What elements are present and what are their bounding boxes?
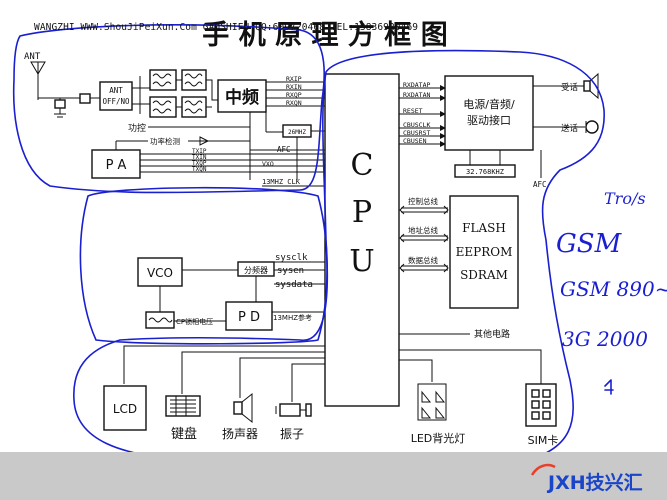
rxdata-label-0: RXDATAP bbox=[403, 81, 430, 89]
keyboard-label: 键盘 bbox=[171, 426, 197, 442]
vco-label: VCO bbox=[147, 266, 173, 280]
site-logo: JXH技兴汇 bbox=[548, 472, 643, 494]
tx-label-3: TXQN bbox=[192, 166, 207, 173]
data-bus-label: 数据总线 bbox=[408, 255, 438, 265]
ant-switch-label-1: ANT bbox=[109, 86, 123, 95]
pd-block bbox=[225, 301, 273, 331]
sysen-label: sysen bbox=[277, 266, 304, 276]
cbus-label-1: CBUSRST bbox=[403, 129, 430, 137]
cp-label: CP锁相电压 bbox=[176, 317, 213, 326]
mic-icon bbox=[585, 120, 599, 134]
lcd-label: LCD bbox=[113, 402, 137, 416]
filter-bank bbox=[132, 69, 218, 118]
if-label: 中频 bbox=[225, 87, 259, 108]
cbus-label-2: CBUSEN bbox=[403, 137, 427, 145]
rxdata-label-1: RXDATAN bbox=[403, 91, 430, 99]
hand-note-2: GSM 890~ bbox=[560, 277, 667, 301]
vibrator-icon bbox=[275, 403, 312, 417]
footer-contact-text: WANGZHI WWW.ShouJiPeiXun.Com GAOSHIFU QQ… bbox=[34, 22, 419, 33]
sysdata-label: sysdata bbox=[275, 280, 313, 290]
footer-bar bbox=[0, 452, 667, 500]
crystal-32k bbox=[454, 164, 516, 178]
power-audio-block bbox=[444, 75, 534, 151]
loop-filter bbox=[145, 311, 175, 329]
lcd-block bbox=[103, 385, 147, 431]
ctrl-bus-label: 控制总线 bbox=[408, 196, 438, 206]
tx-lines bbox=[140, 153, 325, 173]
if-block bbox=[217, 79, 267, 113]
earpiece-icon bbox=[583, 72, 599, 100]
clk13-label: 13MHZ_CLK bbox=[262, 178, 301, 186]
vxo-label: VXO bbox=[262, 160, 274, 168]
led-label: LED背光灯 bbox=[411, 431, 466, 445]
pa-block bbox=[91, 149, 141, 179]
memory-eeprom: EEPROM bbox=[456, 245, 513, 259]
sim-card-icon bbox=[525, 383, 557, 427]
ground-icon bbox=[54, 98, 66, 118]
tx-label-0: TXIP bbox=[192, 148, 207, 155]
antenna-icon bbox=[30, 61, 80, 100]
cpu-interface-lines bbox=[399, 85, 446, 147]
power-ctrl-label: 功控 bbox=[128, 122, 146, 134]
crystal-26mhz-label: 26MHZ bbox=[288, 129, 306, 136]
crystal-32k-label: 32.768KHZ bbox=[466, 168, 504, 176]
led-icon bbox=[417, 383, 447, 421]
pd-label: P D bbox=[238, 310, 260, 325]
earpiece-label: 受话 bbox=[561, 82, 579, 93]
addr-bus-label: 地址总线 bbox=[408, 225, 438, 235]
sysclk-label: sysclk bbox=[275, 253, 308, 263]
rx-label-0: RXIP bbox=[286, 75, 302, 83]
cbus-label-0: CBUSCLK bbox=[403, 121, 430, 129]
rx-label-3: RXQN bbox=[286, 99, 302, 107]
tx-label-2: TXQP bbox=[192, 160, 207, 167]
speaker-label: 扬声器 bbox=[222, 426, 258, 441]
sim-label: SIM卡 bbox=[528, 434, 559, 447]
vco-block bbox=[137, 257, 183, 287]
afc-label-2: AFC bbox=[533, 180, 547, 189]
memory-block bbox=[449, 195, 519, 309]
hand-note-1: GSM bbox=[556, 229, 623, 259]
ref13-label: 13MHZ参考 bbox=[273, 313, 312, 322]
speaker-icon bbox=[233, 392, 253, 424]
rx-label-2: RXQP bbox=[286, 91, 302, 99]
ant-label: ANT bbox=[24, 52, 41, 62]
rx-label-1: RXIN bbox=[286, 83, 302, 91]
rx-lines bbox=[266, 81, 325, 107]
reset-label: RESET bbox=[403, 107, 423, 115]
ant-switch-label-2: OFF/NO bbox=[102, 97, 130, 106]
cpu-letter-c: C bbox=[351, 148, 374, 183]
hand-note-0: Tro/s bbox=[604, 189, 646, 208]
keyboard-icon bbox=[165, 395, 201, 417]
logo-swoosh-icon bbox=[530, 463, 556, 476]
power-detect-label: 功率检测 bbox=[150, 136, 180, 146]
tx-label-1: TXIN bbox=[192, 154, 207, 161]
hand-arrow-mark bbox=[604, 379, 614, 395]
ant-switch-block bbox=[99, 81, 133, 111]
hand-note-3: 3G 2000 bbox=[562, 327, 648, 351]
connector-icon bbox=[79, 93, 91, 104]
pa-label: P A bbox=[106, 158, 127, 173]
cpu-letter-u: U bbox=[349, 244, 374, 279]
power-audio-label-1: 电源/音频/ bbox=[463, 97, 515, 111]
divider-label: 分频器 bbox=[244, 265, 268, 275]
peripheral-bus bbox=[123, 345, 542, 402]
power-audio-label-2: 驱动接口 bbox=[467, 114, 511, 127]
cpu-letter-p: P bbox=[352, 195, 372, 230]
cpu-block bbox=[324, 73, 400, 407]
memory-flash: FLASH bbox=[462, 221, 506, 235]
memory-buses bbox=[399, 205, 449, 273]
memory-sdram: SDRAM bbox=[460, 268, 508, 282]
mic-label: 送话 bbox=[561, 123, 579, 134]
other-circuits-label: 其他电路 bbox=[474, 328, 510, 340]
vibrator-label: 振子 bbox=[280, 427, 304, 441]
page-title: 手 机 原 理 方 框 图 bbox=[202, 19, 447, 51]
